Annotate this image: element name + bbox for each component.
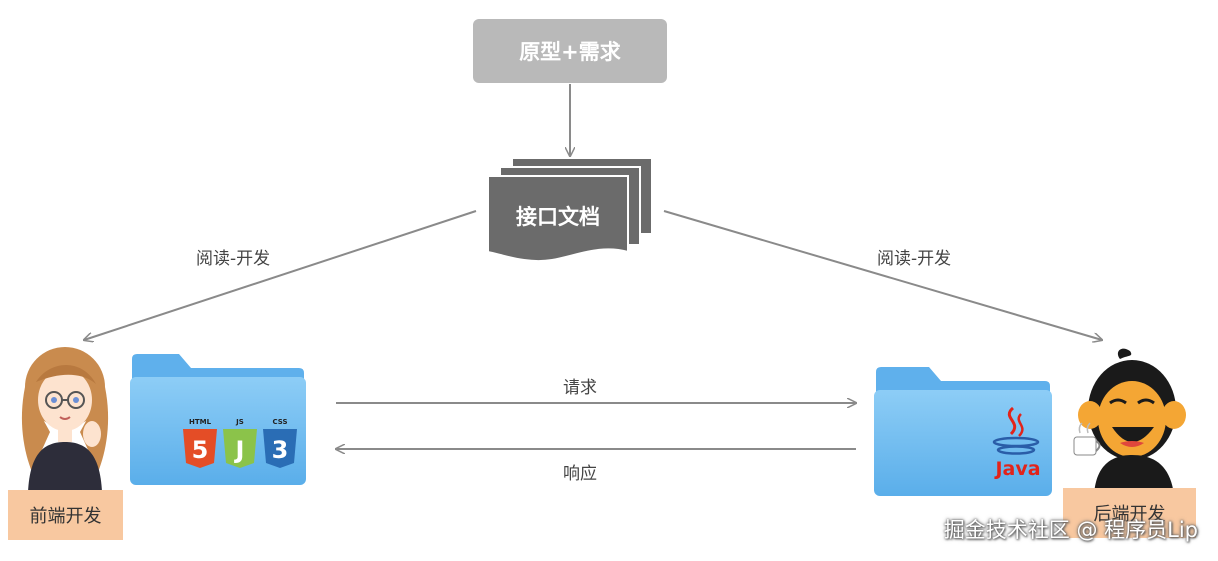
java-logo-text: Java (993, 458, 1040, 480)
css-badge-label: CSS (272, 418, 287, 426)
edge-label-response: 响应 (563, 464, 597, 484)
backend-node: 后端开发 (1063, 488, 1196, 538)
js-badge-label: JS (235, 418, 244, 426)
coffee-cup-icon (1073, 422, 1101, 456)
js-glyph: J (234, 436, 245, 464)
watermark: 掘金技术社区 @ 程序员Lip (943, 518, 1198, 542)
java-logo-icon: Java (992, 406, 1041, 480)
html5-icon: HTML 5 (183, 418, 217, 468)
frontend-node: 前端开发 (8, 490, 123, 540)
backend-folder-icon: Java (874, 367, 1052, 496)
arrow-doc-to-backend (663, 210, 1102, 340)
frontend-folder-icon: HTML 5 JS J CSS 3 (130, 354, 306, 485)
requirements-node: 原型+需求 (473, 19, 667, 83)
html-glyph: 5 (192, 436, 209, 464)
html-badge-label: HTML (189, 418, 212, 426)
api-doc-node: 接口文档 (487, 157, 653, 263)
arrow-doc-to-frontend (84, 210, 477, 340)
backend-developer-avatar (1073, 348, 1186, 495)
css3-icon: CSS 3 (263, 418, 297, 468)
css-glyph: 3 (272, 436, 289, 464)
edge-label-read-right: 阅读-开发 (877, 249, 952, 269)
api-doc-label: 接口文档 (516, 205, 600, 229)
edge-label-read-left: 阅读-开发 (196, 249, 271, 269)
frontend-developer-avatar (21, 347, 109, 492)
edge-label-request: 请求 (563, 378, 597, 398)
js-icon: JS J (223, 418, 257, 468)
